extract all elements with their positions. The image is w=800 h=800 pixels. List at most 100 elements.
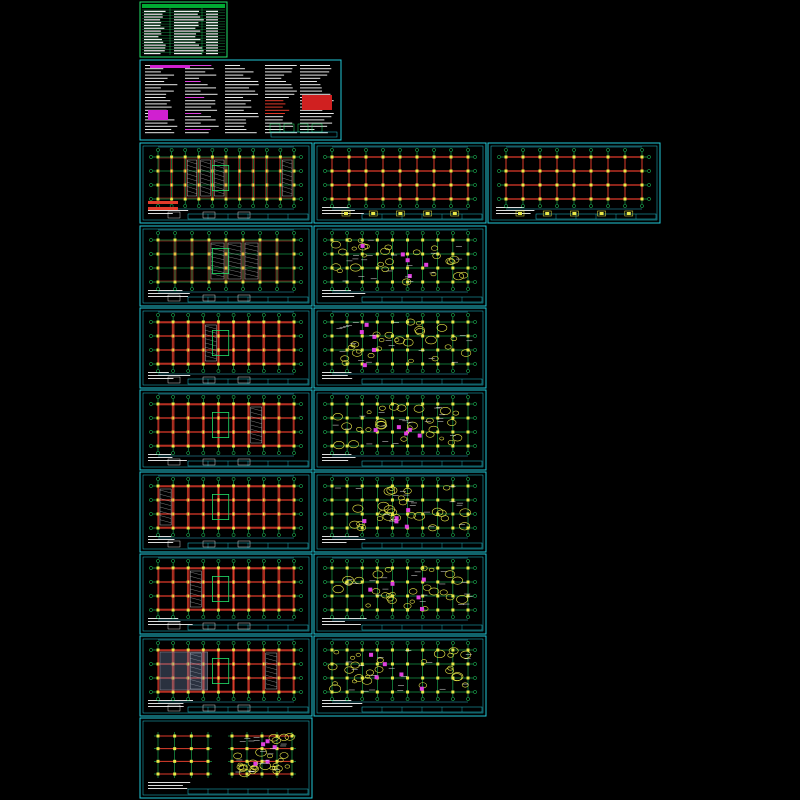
- sheet-inner-border: [142, 720, 310, 796]
- column: [436, 676, 440, 680]
- axis-bubble: [375, 451, 380, 455]
- axis-bubble: [258, 287, 262, 291]
- hatch-stroke: [159, 498, 172, 502]
- column: [421, 526, 425, 530]
- column: [436, 266, 440, 270]
- rebar-mark: [356, 520, 365, 527]
- column: [330, 362, 334, 366]
- axis-bubble: [292, 559, 296, 563]
- column: [390, 334, 394, 338]
- column: [375, 512, 379, 516]
- column: [156, 155, 160, 159]
- column: [345, 498, 349, 502]
- slab-tag: [360, 243, 365, 248]
- rebar-mark: [279, 733, 289, 741]
- column: [201, 402, 205, 406]
- sheet-border: [313, 389, 487, 471]
- column: [436, 662, 440, 666]
- column: [189, 734, 193, 738]
- column: [216, 362, 220, 366]
- axis-bubble: [277, 641, 281, 645]
- note-text-line: [185, 100, 216, 102]
- column: [406, 444, 410, 448]
- axis-bubble: [323, 320, 327, 324]
- axis-bubble: [173, 287, 177, 291]
- note-text-line: [300, 113, 334, 114]
- axis-bubble: [390, 615, 395, 619]
- room-outline: [249, 486, 264, 528]
- rebar-mark: [332, 413, 343, 421]
- note-text-line: [225, 97, 244, 98]
- column: [156, 444, 160, 448]
- column: [330, 594, 334, 598]
- column: [232, 334, 236, 338]
- sheet-border: [313, 225, 487, 307]
- axis-bubble: [299, 402, 303, 406]
- axis-bubble: [375, 231, 380, 235]
- column: [277, 416, 281, 420]
- hatch-stroke: [210, 273, 225, 277]
- column: [277, 526, 281, 530]
- axis-bubble: [345, 697, 349, 701]
- axis-bubble: [330, 395, 334, 399]
- hatch-stroke: [205, 342, 217, 347]
- index-text: [144, 27, 165, 29]
- rebar-mark: [357, 238, 364, 243]
- axis-bubble: [231, 369, 236, 373]
- column: [330, 402, 334, 406]
- axis-bubble: [183, 204, 188, 208]
- axis-bubble: [292, 615, 296, 619]
- column: [466, 430, 470, 434]
- axis-bubble: [420, 697, 425, 701]
- note-text-line: [265, 84, 292, 86]
- hatch-stroke: [190, 576, 202, 580]
- column: [330, 155, 334, 159]
- column: [345, 266, 349, 270]
- column: [451, 266, 455, 270]
- axis-bubble: [292, 148, 296, 152]
- column: [224, 280, 228, 284]
- column-section-detail: [396, 210, 405, 217]
- rebar-mark: [389, 403, 400, 411]
- column: [262, 498, 266, 502]
- rebar-mark: [413, 404, 425, 413]
- note-text-line: [145, 90, 174, 92]
- column-section-fill: [518, 212, 522, 215]
- column: [330, 169, 334, 173]
- column: [156, 280, 160, 284]
- axis-bubble: [360, 369, 365, 373]
- column: [436, 566, 440, 570]
- column: [466, 594, 470, 598]
- column: [171, 416, 175, 420]
- column: [260, 759, 264, 763]
- axis-bubble: [299, 580, 303, 584]
- axis-bubble: [224, 204, 228, 208]
- column: [421, 362, 425, 366]
- column: [451, 676, 455, 680]
- column: [186, 662, 190, 666]
- note-text-line: [265, 109, 290, 111]
- column: [345, 608, 349, 612]
- column: [232, 444, 236, 448]
- sheet-inner-border: [316, 638, 484, 714]
- column: [504, 197, 508, 201]
- column: [360, 320, 364, 324]
- note-text-line: [265, 68, 293, 70]
- room-outline: [264, 322, 279, 364]
- note-text-line: [145, 87, 161, 89]
- column: [330, 252, 334, 256]
- note-line: [148, 703, 184, 704]
- column: [201, 444, 205, 448]
- sheet-roof-plan: [139, 635, 313, 717]
- column: [521, 155, 525, 159]
- rebar-mark: [452, 410, 460, 416]
- column: [247, 430, 251, 434]
- note-text-line: [300, 65, 331, 66]
- column: [201, 690, 205, 694]
- column: [421, 690, 425, 694]
- hatch-block: [159, 488, 172, 526]
- column: [451, 320, 455, 324]
- axis-bubble: [323, 334, 327, 338]
- axis-bubble: [330, 641, 334, 645]
- hatch-stroke: [244, 269, 259, 273]
